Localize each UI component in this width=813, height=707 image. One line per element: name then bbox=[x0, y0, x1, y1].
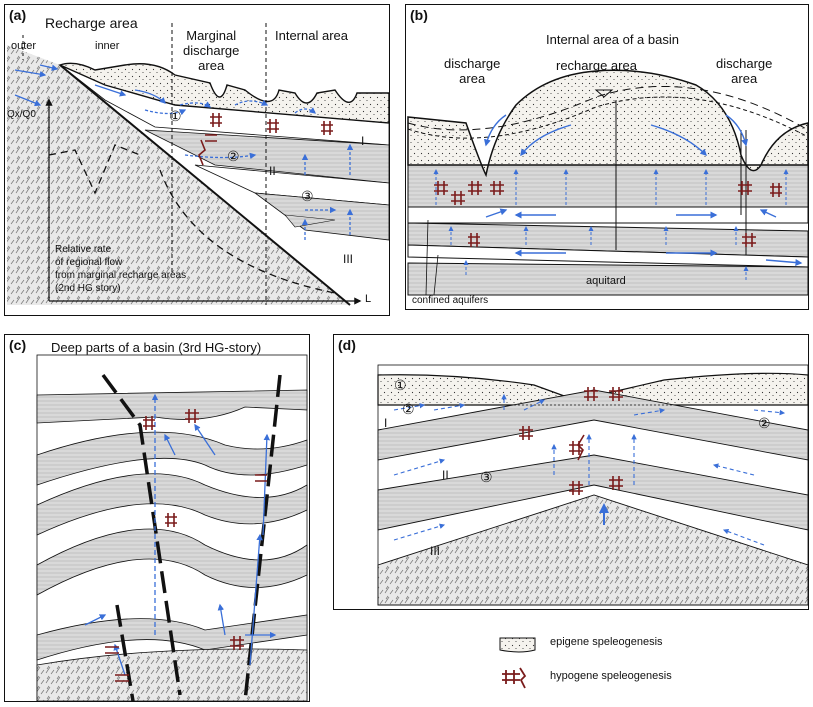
panel-c-label: (c) bbox=[9, 337, 27, 353]
aquitard-label: aquitard bbox=[586, 275, 626, 287]
circle-1-label: ① bbox=[169, 108, 182, 124]
epigene-cover bbox=[58, 62, 390, 124]
panel-a-caption: Relative rate of regional flow from marg… bbox=[55, 244, 187, 294]
legend: epigene speleogenesis hypogene speleogen… bbox=[490, 630, 810, 700]
panel-c-drawing bbox=[36, 354, 308, 702]
circle-1-label-d: ① bbox=[394, 377, 407, 393]
panel-a: (a) Recharge area outer inner Marginal d… bbox=[4, 4, 390, 316]
basement-rock bbox=[7, 45, 350, 305]
panel-b-label: (b) bbox=[410, 7, 428, 23]
circle-3-label: ③ bbox=[301, 188, 314, 204]
circle-2-right-label-d: ② bbox=[758, 415, 771, 431]
recharge-area-label: Recharge area bbox=[45, 15, 138, 31]
layer-ii-label: II bbox=[269, 164, 276, 178]
hypogene-marks-d bbox=[519, 387, 623, 495]
y-axis-label: Qx/Q0 bbox=[7, 109, 36, 120]
internal-area-label: Internal area bbox=[275, 28, 348, 43]
legend-epigene: epigene speleogenesis bbox=[550, 636, 663, 648]
panel-c: (c) Deep parts of a basin (3rd HG-story) bbox=[4, 334, 310, 702]
recharge-label: recharge area bbox=[556, 58, 637, 73]
panel-c-title: Deep parts of a basin (3rd HG-story) bbox=[51, 340, 262, 355]
panel-d-label: (d) bbox=[338, 337, 356, 353]
circle-2-label-d: ② bbox=[402, 401, 415, 417]
circle-2-label: ② bbox=[227, 148, 240, 164]
epigene-swatch bbox=[499, 637, 536, 653]
layer-iii-label-d: III bbox=[430, 544, 441, 558]
circle-3-label-d: ③ bbox=[480, 469, 493, 485]
hypogene-marks bbox=[198, 113, 333, 166]
layer-ii-label-d: II bbox=[442, 468, 449, 482]
legend-hypogene: hypogene speleogenesis bbox=[550, 670, 672, 682]
panel-b-title: Internal area of a basin bbox=[546, 32, 679, 47]
inner-label: inner bbox=[95, 40, 120, 52]
panel-a-label: (a) bbox=[9, 7, 27, 23]
marginal-discharge-label: Marginal discharge area bbox=[183, 28, 240, 73]
confined-aquifers-label: confined aquifers bbox=[412, 295, 489, 306]
hypogene-marks-c bbox=[105, 409, 267, 682]
hypogene-swatch bbox=[502, 667, 527, 689]
hypogene-marks-b bbox=[434, 181, 782, 247]
discharge-right-label: discharge area bbox=[716, 56, 773, 86]
discharge-left-label: discharge area bbox=[444, 56, 501, 86]
legend-swatches bbox=[499, 637, 536, 689]
layer-i-label-d: I bbox=[384, 416, 388, 430]
panel-b-drawing bbox=[407, 69, 809, 296]
panel-d: (d) I II III ① ② ② ③ bbox=[333, 334, 809, 610]
layer-iii-label: III bbox=[343, 252, 354, 266]
epigene-cover-b bbox=[407, 69, 809, 178]
panel-a-drawing bbox=[7, 23, 390, 306]
panel-b: (b) Internal area of a basin discharge a… bbox=[405, 4, 809, 310]
layer-i-label: I bbox=[361, 134, 365, 148]
panel-d-drawing bbox=[377, 364, 809, 606]
outer-label: outer bbox=[11, 40, 37, 52]
x-axis-label: L bbox=[365, 293, 372, 305]
